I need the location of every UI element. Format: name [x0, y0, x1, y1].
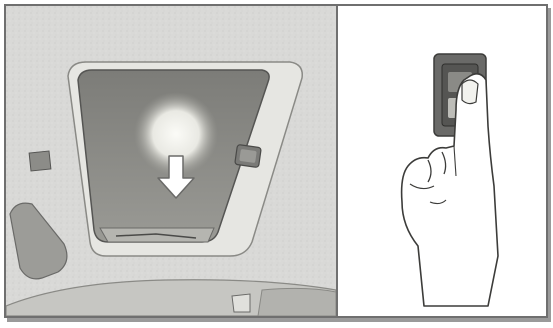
illustration-frame	[4, 4, 548, 318]
fingertip	[462, 80, 478, 104]
sunroof-interior-panel	[6, 6, 336, 316]
roof-switch-button	[239, 149, 257, 163]
visor-right	[258, 288, 336, 316]
reading-lamp-icon	[29, 151, 51, 171]
switch-operation-panel	[338, 6, 546, 316]
sunroof-interior-drawing	[6, 6, 336, 316]
switch-operation-drawing	[338, 6, 546, 316]
sliding-panel-edge	[100, 228, 214, 242]
mirror-mount	[232, 294, 250, 312]
